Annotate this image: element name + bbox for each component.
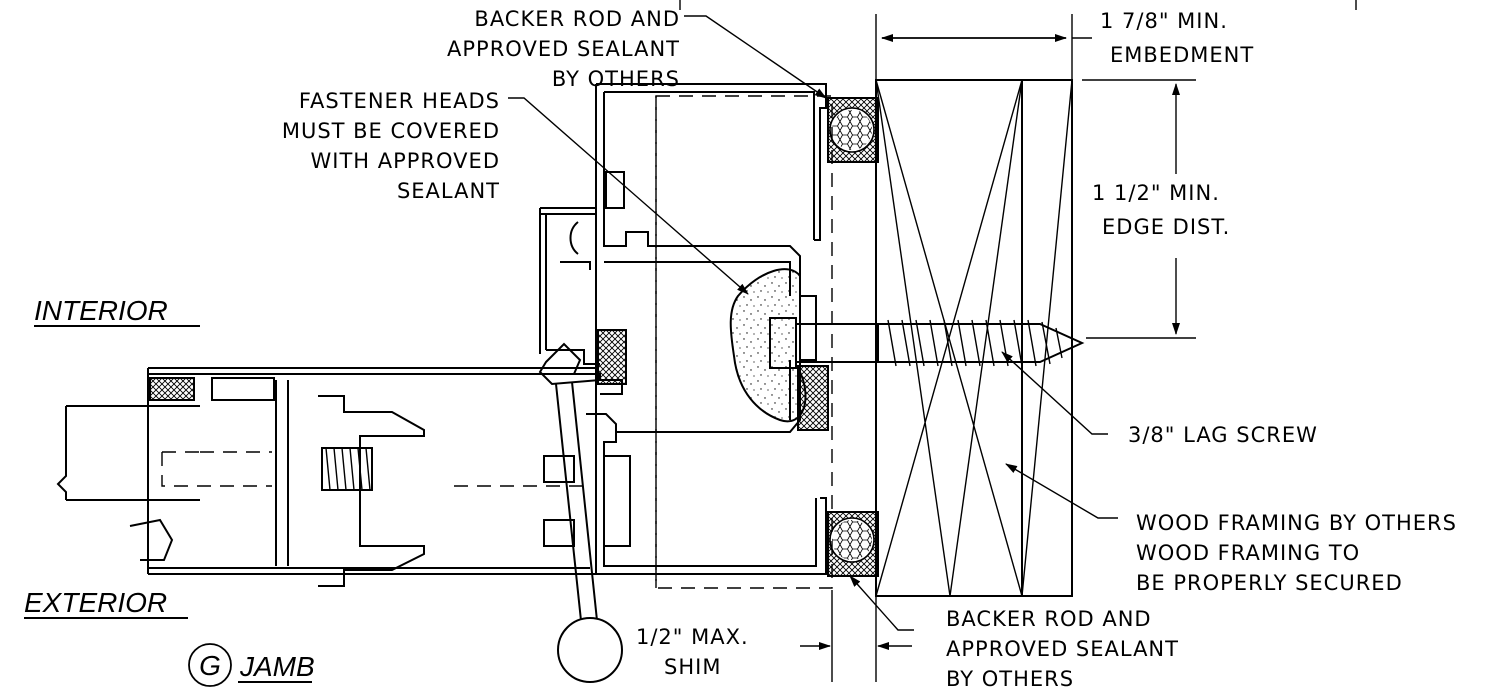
label-wood-framing: WOOD FRAMING BY OTHERS WOOD FRAMING TO B… [1136,511,1457,595]
label-edge-dist-line1: 1 1/2" MIN. [1092,181,1220,205]
label-lag-screw: 3/8" LAG SCREW [1128,423,1318,447]
label-backer-bottom-line1: BACKER ROD AND [946,607,1152,631]
edge-distance-dimension [1082,79,1196,339]
label-backer-top-line1: BACKER ROD AND [474,7,680,31]
label-wood-framing-line2: WOOD FRAMING TO [1136,541,1360,565]
label-embedment-line2: EMBEDMENT [1110,43,1254,67]
embedment-dimension [875,14,1092,80]
label-fastener-line1: FASTENER HEADS [299,89,500,113]
label-edge-dist-line2: EDGE DIST. [1102,215,1230,239]
label-wood-framing-line3: BE PROPERLY SECURED [1136,571,1403,595]
label-embedment-line1: 1 7/8" MIN. [1100,9,1228,33]
label-interior: INTERIOR [34,295,168,326]
label-backer-bottom-line2: APPROVED SEALANT [946,637,1179,661]
label-shim: 1/2" MAX. SHIM [636,625,749,679]
shim-pad [797,365,829,431]
label-backer-top-line3: BY OTHERS [552,67,680,91]
detail-tag-circle [188,643,232,687]
label-backer-top-line2: APPROVED SEALANT [447,37,680,61]
vent-frame [539,171,627,385]
top-border [679,0,1357,10]
lag-screw [769,317,1085,369]
shim-dimension [800,590,912,682]
backer-rod-bottom [827,511,879,577]
label-wood-framing-line1: WOOD FRAMING BY OTHERS [1136,511,1457,535]
label-fastener-line3: WITH APPROVED [310,149,500,173]
shim-outline [655,95,833,589]
label-embedment: 1 7/8" MIN. EMBEDMENT [1100,9,1254,67]
fastener-sealant [729,268,807,423]
glazing-panel [56,367,597,587]
label-shim-line2: SHIM [664,655,721,679]
label-shim-line1: 1/2" MAX. [636,625,749,649]
backer-rod-top [827,97,879,163]
label-backer-top: BACKER ROD AND APPROVED SEALANT BY OTHER… [447,7,680,91]
detail-tag: G JAMB [188,643,315,687]
label-fastener: FASTENER HEADS MUST BE COVERED WITH APPR… [282,89,500,203]
label-backer-bottom: BACKER ROD AND APPROVED SEALANT BY OTHER… [946,607,1179,691]
label-fastener-line2: MUST BE COVERED [282,119,500,143]
leaders [508,15,1118,631]
label-exterior: EXTERIOR [24,587,167,618]
operator-arm [538,342,631,683]
label-edge-dist: 1 1/2" MIN. EDGE DIST. [1092,181,1230,239]
detail-tag-letter: G [199,650,221,681]
label-backer-bottom-line3: BY OTHERS [946,667,1074,691]
detail-tag-name: JAMB [239,651,315,682]
label-fastener-line4: SEALANT [397,179,500,203]
